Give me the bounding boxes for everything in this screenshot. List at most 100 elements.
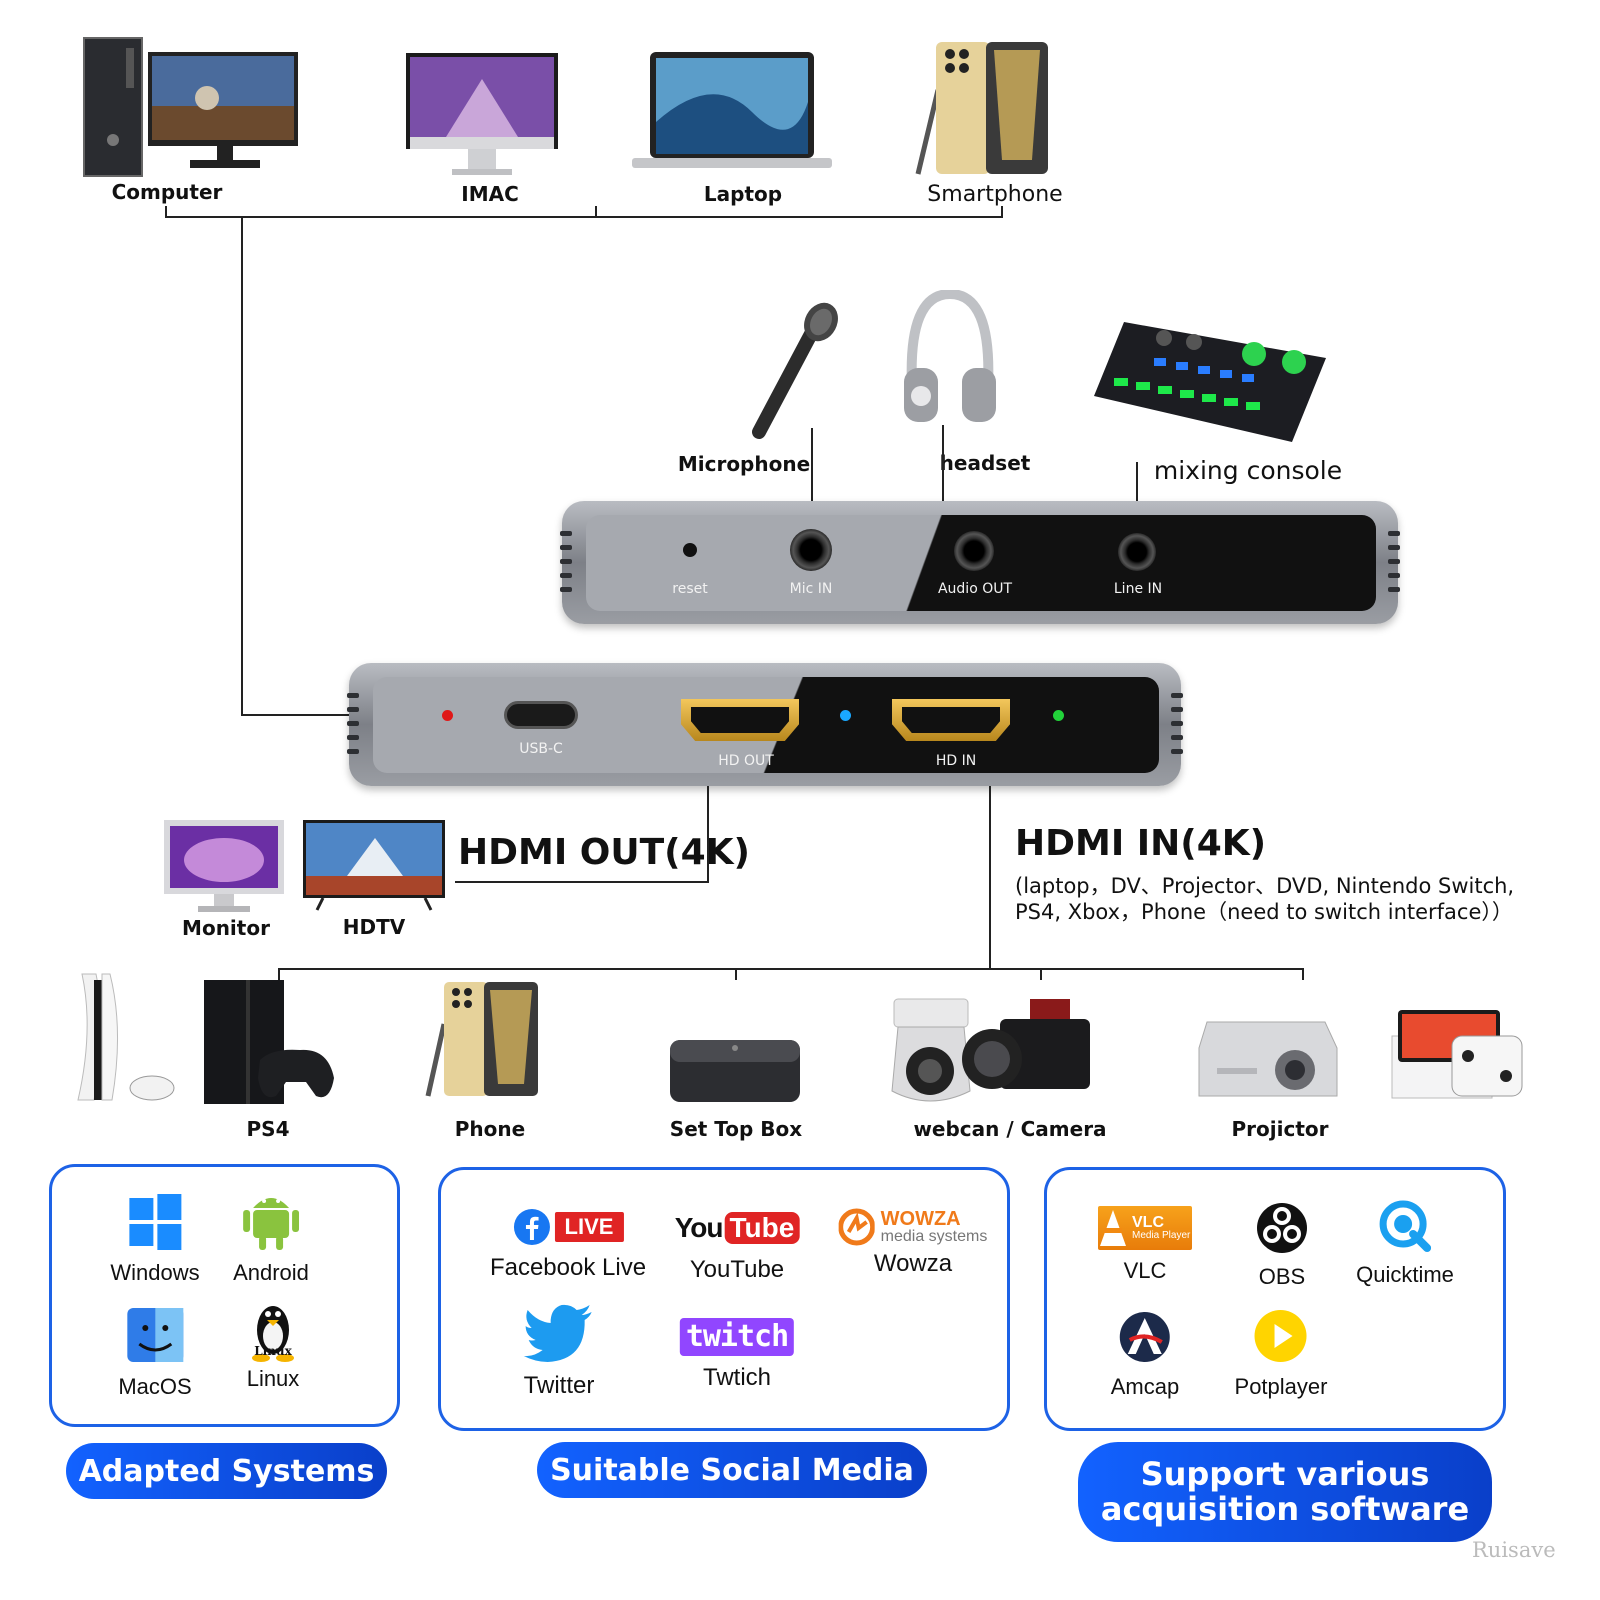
sources-bracket-tick — [1040, 968, 1042, 980]
hdmi-side-panel: USB-C HD OUT HD IN — [347, 663, 1183, 786]
vent — [1388, 587, 1400, 592]
macos-finder-icon — [126, 1308, 183, 1362]
youtube-logo-you: You — [674, 1212, 724, 1243]
hd-in-label: HD IN — [935, 753, 977, 769]
hdtv-label: HDTV — [342, 915, 406, 939]
wowza-icon: WOWZA media systems — [838, 1208, 987, 1246]
macos-item: MacOS — [118, 1306, 192, 1400]
potplayer-item: Potplayer — [1235, 1308, 1327, 1400]
vent — [1388, 559, 1400, 564]
sources-bracket-line — [278, 968, 1304, 970]
line-in-jack[interactable] — [1118, 533, 1156, 571]
hdmi-in-note-line1: (laptop，DV、Projector、DVD, Nintendo Switc… — [1015, 874, 1515, 898]
vlc-label: VLC — [1123, 1258, 1167, 1283]
twitch-logo-text: twitch — [685, 1319, 789, 1354]
youtube-item: You Tube YouTube — [675, 1208, 800, 1284]
hd-in-port[interactable] — [892, 699, 1010, 741]
vlc-logo-subtitle: Media Player — [1132, 1230, 1191, 1241]
vent — [1171, 749, 1183, 754]
vent — [1171, 721, 1183, 726]
adapted-systems-label: Adapted Systems — [66, 1443, 387, 1499]
computer-label: Computer — [111, 180, 223, 204]
hdmi-in-connector — [989, 786, 991, 970]
acquisition-software-line2: acquisition software — [1100, 1490, 1470, 1528]
smartphone-image — [912, 40, 1050, 178]
mic-in-label: Mic IN — [789, 581, 833, 597]
hdmi-in-note-line2: PS4, Xbox，Phone（need to switch interface… — [1015, 900, 1513, 924]
mixing-console-label: mixing console — [1153, 456, 1343, 485]
set-top-box-image — [668, 1036, 802, 1108]
hdmi-in-title: HDMI IN(4K) — [1015, 823, 1267, 864]
facebook-icon — [513, 1209, 550, 1245]
vent — [1388, 573, 1400, 578]
console-connector-line — [1136, 462, 1138, 501]
youtube-icon: You Tube — [675, 1208, 800, 1248]
line-in-label: Line IN — [1113, 581, 1163, 597]
power-led — [442, 710, 453, 721]
twitch-icon: twitch — [679, 1318, 795, 1356]
vent — [1388, 545, 1400, 550]
sources-bracket-tick — [278, 968, 280, 980]
usb-c-label: USB-C — [519, 741, 563, 757]
phone-image — [424, 980, 540, 1100]
mixing-console-image — [1094, 318, 1326, 446]
reset-hole[interactable] — [683, 543, 697, 557]
headset-label: headset — [939, 451, 1031, 475]
amcap-icon — [1119, 1312, 1170, 1362]
facebook-live-item: LIVE Facebook Live — [490, 1208, 646, 1282]
vent — [1388, 531, 1400, 536]
wowza-label: Wowza — [873, 1250, 953, 1277]
audio-side-face: reset Mic IN Audio OUT Line IN — [586, 515, 1376, 611]
usb-c-port[interactable] — [504, 701, 578, 729]
linux-tux-icon: Linux — [245, 1300, 301, 1362]
laptop-label: Laptop — [703, 182, 783, 206]
webcam-camera-label: webcan / Camera — [913, 1117, 1107, 1141]
monitor-image — [164, 820, 284, 914]
watermark: Ruisave — [1472, 1538, 1556, 1562]
audio-out-label: Audio OUT — [937, 581, 1013, 597]
wowza-item: WOWZA media systems Wowza — [838, 1208, 987, 1278]
hd-out-label: HD OUT — [718, 753, 774, 769]
hd-out-led — [840, 710, 851, 721]
laptop-image — [632, 52, 832, 170]
twitch-label: Twtich — [702, 1364, 771, 1391]
vent — [560, 573, 572, 578]
linux-item: Linux Linux — [245, 1300, 301, 1392]
ps4-label: PS4 — [246, 1117, 290, 1141]
mic-in-jack[interactable] — [790, 529, 832, 571]
audio-out-jack[interactable] — [954, 531, 994, 571]
acquisition-software-line1: Support various — [1140, 1454, 1430, 1493]
headset-connector-line — [942, 425, 944, 501]
vlc-logo-title: VLC — [1132, 1214, 1164, 1231]
top-bracket-line — [165, 216, 1003, 218]
vent — [347, 707, 359, 712]
vent — [560, 587, 572, 592]
vent — [560, 559, 572, 564]
set-top-box-label: Set Top Box — [669, 1117, 803, 1141]
twitter-label: Twitter — [523, 1372, 595, 1399]
quicktime-item: Quicktime — [1356, 1200, 1454, 1288]
twitter-item: Twitter — [523, 1304, 595, 1400]
imac-label: IMAC — [461, 182, 519, 206]
quicktime-icon — [1379, 1200, 1431, 1252]
mic-connector-line — [811, 428, 813, 501]
twitter-bird-icon — [524, 1304, 592, 1362]
top-bracket-tick — [1001, 206, 1003, 218]
systems-card — [49, 1164, 400, 1427]
obs-icon — [1257, 1203, 1307, 1253]
ps5-console-image — [72, 970, 176, 1104]
hdmi-out-title: HDMI OUT(4K) — [458, 832, 751, 873]
webcam-camera-image — [890, 995, 1096, 1111]
projector-label: Projictor — [1231, 1117, 1329, 1141]
twitch-item: twitch Twtich — [679, 1318, 795, 1392]
audio-side-panel: reset Mic IN Audio OUT Line IN — [560, 501, 1400, 624]
linux-label: Linux — [246, 1366, 300, 1391]
youtube-label: YouTube — [689, 1256, 785, 1283]
obs-label: OBS — [1258, 1264, 1306, 1289]
vent — [347, 749, 359, 754]
suitable-social-media-label: Suitable Social Media — [537, 1442, 927, 1498]
hd-out-port[interactable] — [681, 699, 799, 741]
live-badge: LIVE — [554, 1212, 624, 1242]
smartphone-label: Smartphone — [927, 182, 1063, 207]
vent — [1171, 707, 1183, 712]
